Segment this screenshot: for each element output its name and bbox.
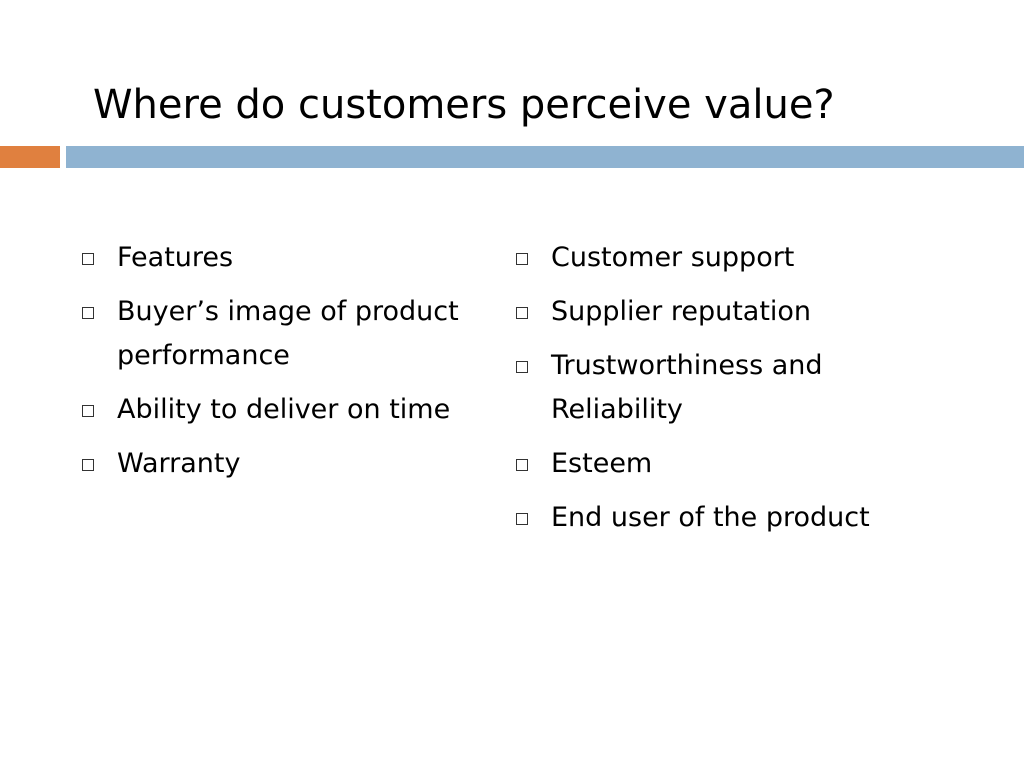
square-outline-icon (516, 361, 528, 373)
list-item: Esteem (516, 442, 936, 486)
list-item-label: Features (117, 242, 234, 273)
list-item: Warranty (82, 442, 492, 486)
square-outline-icon (516, 307, 528, 319)
square-outline-icon (516, 513, 528, 525)
list-item-label: Esteem (551, 448, 653, 479)
list-item: End user of the product (516, 496, 936, 540)
list-item-label: End user of the product (551, 502, 870, 533)
list-item-label: Ability to deliver on time (117, 394, 451, 425)
square-outline-icon (82, 459, 94, 471)
square-outline-icon (82, 253, 94, 265)
square-outline-icon (516, 459, 528, 471)
accent-divider-bar (0, 146, 60, 168)
list-item-label: Trustworthiness and Reliability (551, 350, 823, 425)
list-item: Features (82, 236, 492, 280)
square-outline-icon (516, 253, 528, 265)
main-divider-bar (66, 146, 1024, 168)
list-item-label: Buyer’s image of product performance (117, 296, 459, 371)
list-item: Supplier reputation (516, 290, 936, 334)
square-outline-icon (82, 405, 94, 417)
left-bullet-list: Features Buyer’s image of product perfor… (82, 236, 492, 496)
list-item: Trustworthiness and Reliability (516, 344, 936, 432)
square-outline-icon (82, 307, 94, 319)
right-bullet-list: Customer support Supplier reputation Tru… (516, 236, 936, 550)
list-item: Buyer’s image of product performance (82, 290, 492, 378)
list-item: Ability to deliver on time (82, 388, 492, 432)
slide-title: Where do customers perceive value? (93, 82, 835, 128)
list-item-label: Supplier reputation (551, 296, 812, 327)
list-item-label: Customer support (551, 242, 795, 273)
list-item-label: Warranty (117, 448, 241, 479)
list-item: Customer support (516, 236, 936, 280)
